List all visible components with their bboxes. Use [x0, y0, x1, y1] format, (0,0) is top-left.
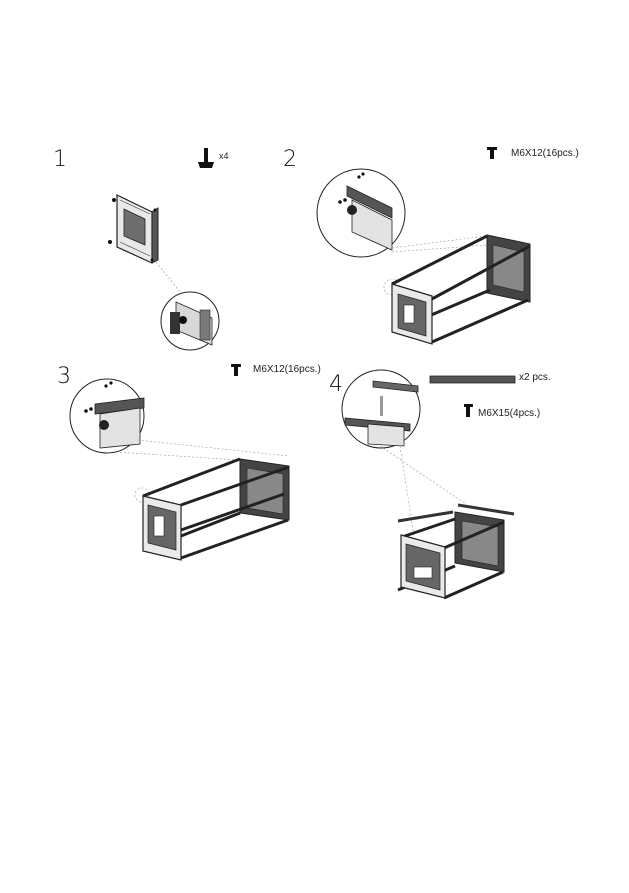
screw-icon: [231, 364, 241, 376]
step-1-side-panel: [108, 195, 158, 263]
step-4-frame: [398, 505, 514, 598]
step-4-detail-circle: [342, 370, 420, 448]
step-1-detail-circle: [161, 292, 219, 350]
foot-icon: [198, 148, 214, 168]
step-3-frame: [143, 459, 289, 560]
step-3-detail-circle: [70, 379, 144, 453]
step-2-frame: [392, 235, 530, 344]
screw-icon: [464, 404, 473, 417]
screw-icon: [487, 147, 497, 159]
rail-icon: [430, 376, 515, 383]
step-2-detail-circle: [317, 169, 405, 257]
